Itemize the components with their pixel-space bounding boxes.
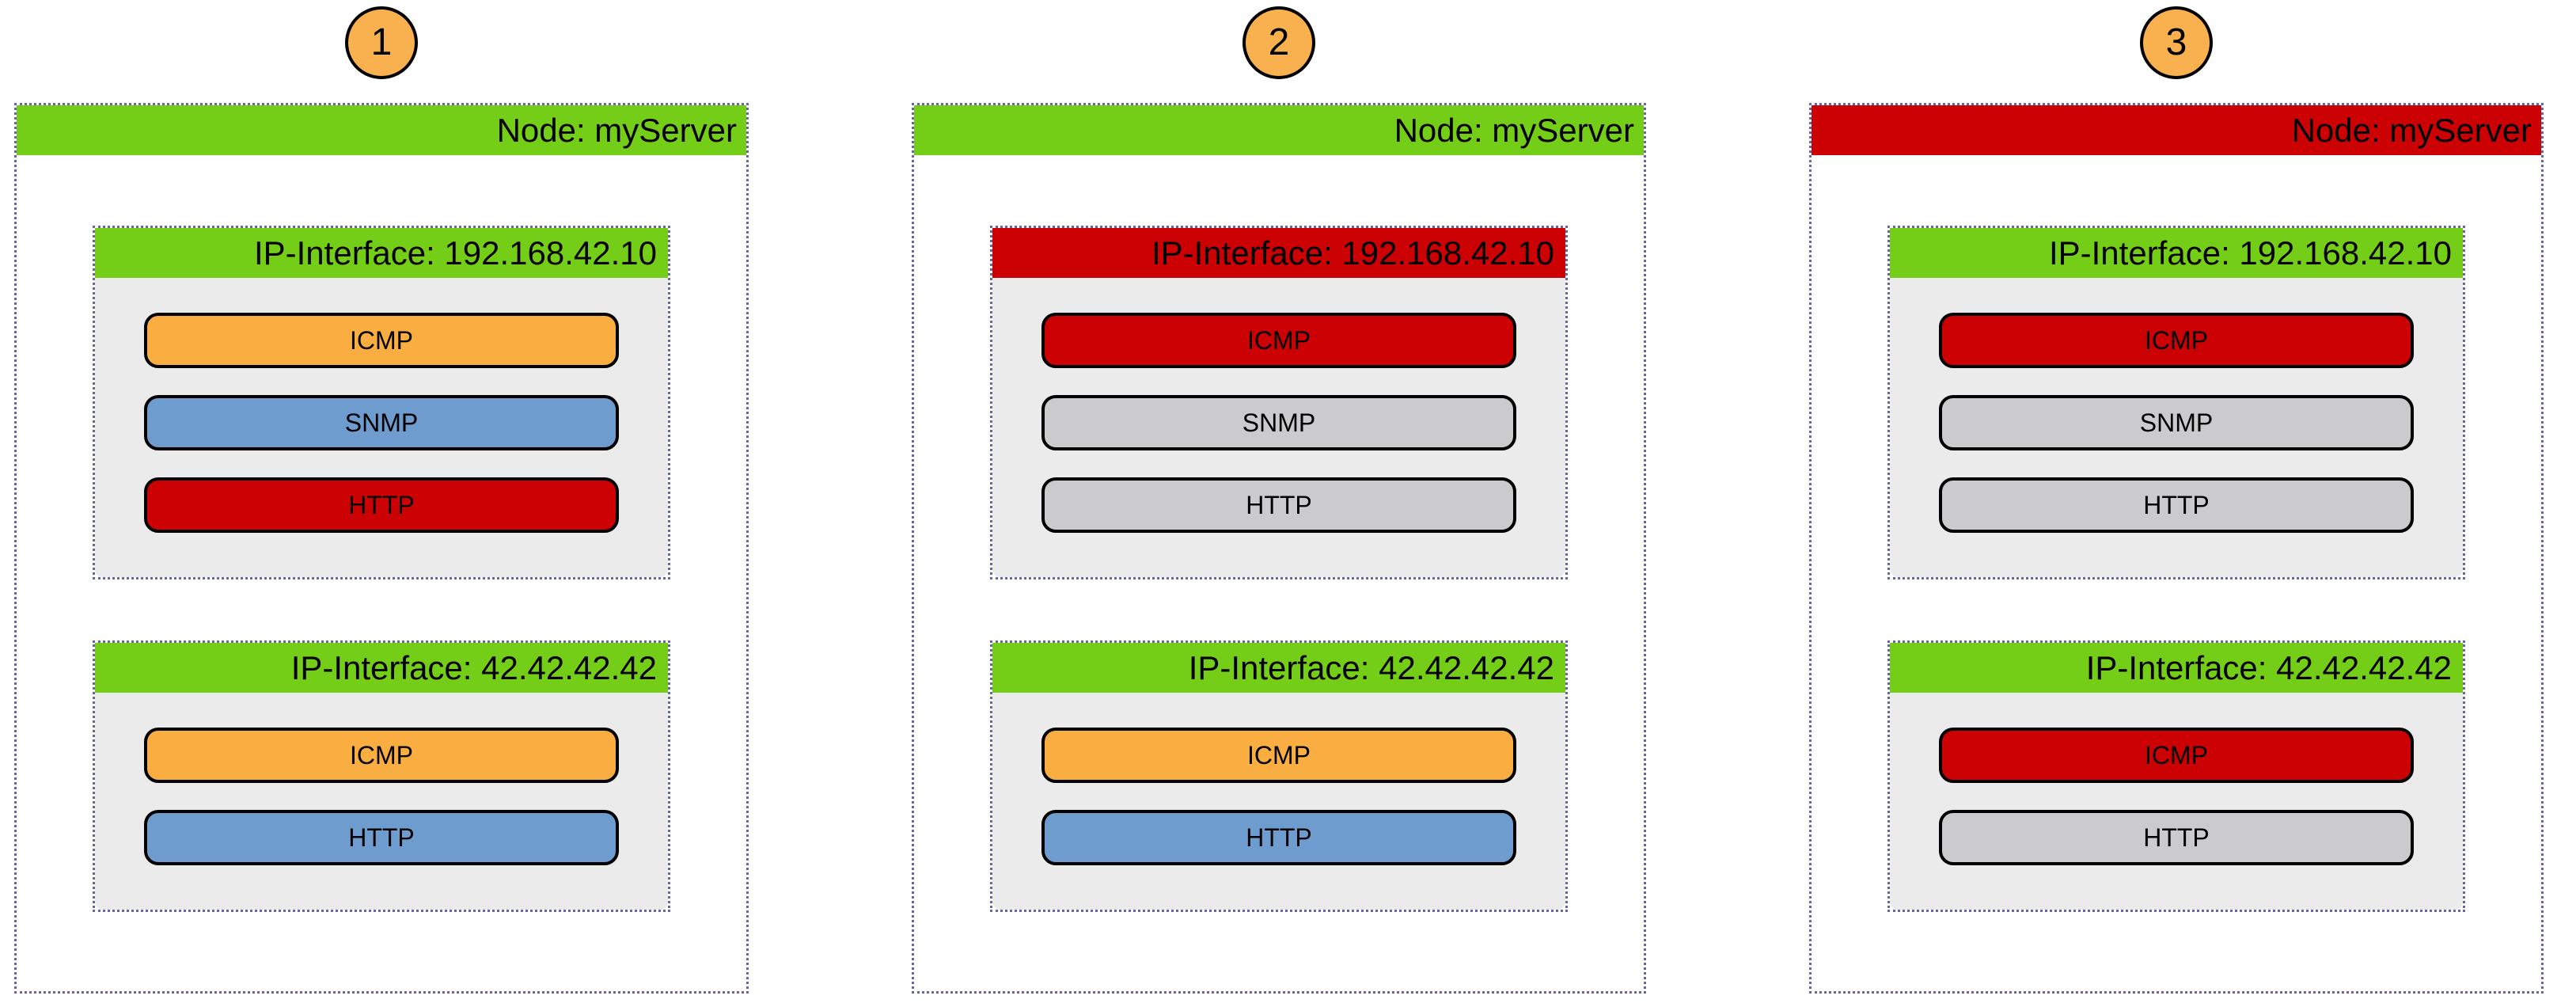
node-body: IP-Interface: 192.168.42.10 ICMP SNMP HT… [914, 226, 1644, 912]
ip-interface-box: IP-Interface: 42.42.42.42 ICMP HTTP [93, 640, 670, 912]
service-label: ICMP [1247, 326, 1311, 355]
ip-interface-label: IP-Interface: 42.42.42.42 [2085, 648, 2452, 686]
step-badge: 3 [2140, 6, 2213, 79]
service-pill: SNMP [1939, 395, 2414, 450]
service-label: HTTP [1246, 823, 1312, 852]
ip-interface-header: IP-Interface: 192.168.42.10 [95, 228, 668, 278]
step-number: 2 [1268, 21, 1290, 63]
step-number: 3 [2165, 21, 2187, 63]
ip-interface-label: IP-Interface: 192.168.42.10 [2048, 234, 2452, 272]
service-label: ICMP [1247, 741, 1311, 770]
service-pill: HTTP [1041, 477, 1516, 533]
ip-interface-header: IP-Interface: 192.168.42.10 [1890, 228, 2463, 278]
service-pill: SNMP [1041, 395, 1516, 450]
step-badge: 1 [345, 6, 418, 79]
ip-interface-box: IP-Interface: 42.42.42.42 ICMP HTTP [1887, 640, 2465, 912]
service-pill: ICMP [1041, 313, 1516, 368]
step-number: 1 [370, 21, 393, 63]
node-card: Node: myServer IP-Interface: 192.168.42.… [14, 103, 749, 994]
service-label: HTTP [2143, 491, 2210, 519]
service-label: HTTP [348, 491, 415, 519]
service-pill: HTTP [144, 810, 619, 865]
service-pill: HTTP [1939, 477, 2414, 533]
ip-interface-label: IP-Interface: 42.42.42.42 [1188, 648, 1554, 686]
node-body: IP-Interface: 192.168.42.10 ICMP SNMP HT… [1812, 226, 2541, 912]
ip-interface-box: IP-Interface: 192.168.42.10 ICMP SNMP HT… [93, 226, 670, 580]
node-card: Node: myServer IP-Interface: 192.168.42.… [1809, 103, 2544, 994]
ip-interface-services: ICMP HTTP [95, 693, 668, 910]
node-label: Node: myServer [496, 111, 737, 149]
ip-interface-box: IP-Interface: 192.168.42.10 ICMP SNMP HT… [990, 226, 1568, 580]
ip-interface-box: IP-Interface: 42.42.42.42 ICMP HTTP [990, 640, 1568, 912]
service-pill: HTTP [1939, 810, 2414, 865]
node-label: Node: myServer [2291, 111, 2532, 149]
service-label: ICMP [2145, 326, 2208, 355]
node-diagram: 2 Node: myServer IP-Interface: 192.168.4… [912, 0, 1646, 1007]
ip-interface-header: IP-Interface: 42.42.42.42 [95, 643, 668, 693]
ip-interface-services: ICMP HTTP [992, 693, 1565, 910]
service-pill: ICMP [1939, 313, 2414, 368]
ip-interface-label: IP-Interface: 192.168.42.10 [1151, 234, 1554, 272]
node-body: IP-Interface: 192.168.42.10 ICMP SNMP HT… [17, 226, 746, 912]
service-label: ICMP [2145, 741, 2208, 770]
ip-interface-services: ICMP SNMP HTTP [1890, 278, 2463, 577]
service-pill: HTTP [144, 477, 619, 533]
ip-interface-header: IP-Interface: 42.42.42.42 [1890, 643, 2463, 693]
node-header: Node: myServer [914, 105, 1644, 155]
service-label: HTTP [2143, 823, 2210, 852]
ip-interface-label: IP-Interface: 42.42.42.42 [290, 648, 657, 686]
node-label: Node: myServer [1394, 111, 1634, 149]
step-badge: 2 [1242, 6, 1315, 79]
ip-interface-services: ICMP HTTP [1890, 693, 2463, 910]
node-card: Node: myServer IP-Interface: 192.168.42.… [912, 103, 1646, 994]
node-diagram: 1 Node: myServer IP-Interface: 192.168.4… [14, 0, 749, 1007]
ip-interface-header: IP-Interface: 42.42.42.42 [992, 643, 1565, 693]
service-pill: ICMP [1939, 728, 2414, 783]
service-label: SNMP [344, 408, 419, 437]
ip-interface-box: IP-Interface: 192.168.42.10 ICMP SNMP HT… [1887, 226, 2465, 580]
ip-interface-label: IP-Interface: 192.168.42.10 [253, 234, 657, 272]
service-pill: SNMP [144, 395, 619, 450]
service-pill: ICMP [1041, 728, 1516, 783]
service-pill: HTTP [1041, 810, 1516, 865]
service-label: HTTP [1246, 491, 1312, 519]
ip-interface-services: ICMP SNMP HTTP [992, 278, 1565, 577]
service-label: ICMP [350, 741, 413, 770]
service-label: HTTP [348, 823, 415, 852]
service-pill: ICMP [144, 313, 619, 368]
ip-interface-header: IP-Interface: 192.168.42.10 [992, 228, 1565, 278]
service-pill: ICMP [144, 728, 619, 783]
service-label: SNMP [2139, 408, 2214, 437]
service-label: SNMP [1242, 408, 1316, 437]
service-label: ICMP [350, 326, 413, 355]
node-diagram: 3 Node: myServer IP-Interface: 192.168.4… [1809, 0, 2544, 1007]
node-header: Node: myServer [17, 105, 746, 155]
node-header: Node: myServer [1812, 105, 2541, 155]
ip-interface-services: ICMP SNMP HTTP [95, 278, 668, 577]
